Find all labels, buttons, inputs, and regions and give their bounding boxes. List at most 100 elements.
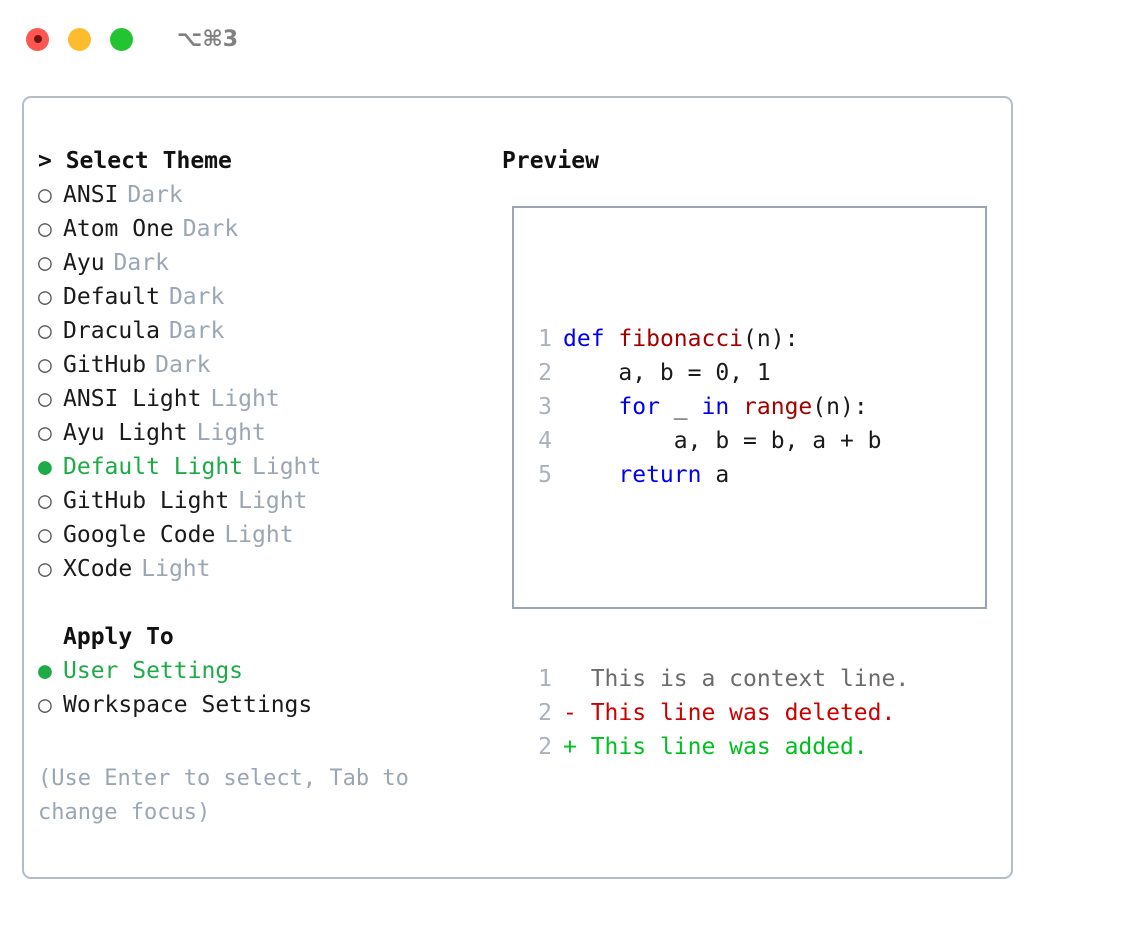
theme-mode-badge: Light <box>252 454 322 480</box>
code-token <box>563 462 618 488</box>
theme-name: GitHub <box>63 352 147 378</box>
radio-unselected-icon: ○ <box>38 692 52 718</box>
code-token: a, b = b, a + b <box>563 428 882 454</box>
theme-name: Atom One <box>63 216 174 242</box>
theme-mode-badge: Light <box>224 522 294 548</box>
theme-mode-badge: Light <box>141 556 211 582</box>
apply-to-item[interactable]: ○ Workspace Settings <box>38 688 478 722</box>
theme-list-item[interactable]: ● Default Light Light <box>38 450 478 484</box>
theme-mode-badge: Dark <box>113 250 169 276</box>
apply-to-list: ● User Settings ○ Workspace Settings <box>38 654 478 722</box>
theme-mode-badge: Light <box>210 386 280 412</box>
line-number: 4 <box>538 428 552 454</box>
theme-name: ANSI Light <box>63 386 202 412</box>
theme-list-item[interactable]: ○ ANSI Light Light <box>38 382 478 416</box>
theme-mode-badge: Dark <box>168 318 225 344</box>
code-token: (n): <box>743 326 799 352</box>
theme-mode-badge: Dark <box>155 352 211 378</box>
theme-list-item[interactable]: ○ Ayu Light Light <box>38 416 478 450</box>
code-token: a, b = 0, 1 <box>563 360 771 386</box>
theme-list-item[interactable]: ○ Atom One Dark <box>38 212 478 246</box>
theme-mode-badge: Light <box>196 420 266 446</box>
radio-unselected-icon: ○ <box>38 352 52 378</box>
radio-unselected-icon: ○ <box>38 318 52 344</box>
preview-section: Preview <box>502 144 599 178</box>
maximize-button[interactable] <box>110 27 133 51</box>
window-controls <box>26 27 133 51</box>
code-token: for <box>618 394 660 420</box>
theme-name: Ayu Light <box>63 420 188 446</box>
theme-mode-badge: Dark <box>182 216 239 242</box>
keyboard-hint-line-2: change focus) <box>38 800 211 825</box>
radio-unselected-icon: ○ <box>38 556 52 582</box>
code-token: fibonacci <box>618 326 744 352</box>
theme-mode-badge: Light <box>238 488 308 514</box>
theme-name: GitHub Light <box>63 488 230 514</box>
radio-unselected-icon: ○ <box>38 216 52 242</box>
diff-marker <box>563 666 577 692</box>
line-number: 3 <box>538 394 552 420</box>
theme-name: Default Light <box>63 454 244 480</box>
radio-unselected-icon: ○ <box>38 420 52 446</box>
radio-unselected-icon: ○ <box>38 182 52 208</box>
code-token <box>605 326 619 352</box>
code-token: def <box>563 326 605 352</box>
apply-to-item[interactable]: ● User Settings <box>38 654 478 688</box>
radio-unselected-icon: ○ <box>38 250 52 276</box>
close-button[interactable] <box>26 27 49 51</box>
line-number: 1 <box>538 326 552 352</box>
theme-name: XCode <box>63 556 133 582</box>
code-lines: 1 def fibonacci(n): 2 a, b = 0, 1 3 for _ i… <box>528 322 909 492</box>
code-line: 2 a, b = 0, 1 <box>528 356 909 390</box>
radio-unselected-icon: ○ <box>38 386 52 412</box>
code-line: 1 def fibonacci(n): <box>528 322 909 356</box>
theme-list-item[interactable]: ○ Default Dark <box>38 280 478 314</box>
theme-list-item[interactable]: ○ GitHub Dark <box>38 348 478 382</box>
code-gap <box>528 560 909 594</box>
code-token <box>729 394 743 420</box>
heading-indent: ○ <box>38 620 63 654</box>
keyboard-hint-line-1: (Use Enter to select, Tab to <box>38 766 409 791</box>
theme-list-item[interactable]: ○ Google Code Light <box>38 518 478 552</box>
code-line: 4 a, b = b, a + b <box>528 424 909 458</box>
title-bar: ⌥⌘3 <box>0 0 1140 78</box>
diff-text: This line was deleted. <box>576 700 896 726</box>
minimize-button[interactable] <box>68 27 91 51</box>
code-token: _ <box>659 394 702 420</box>
diff-marker: + <box>563 734 577 760</box>
line-number: 2 <box>538 360 552 386</box>
theme-list-item[interactable]: ○ Ayu Dark <box>38 246 478 280</box>
diff-line: 2+ This line was added. <box>528 730 909 764</box>
code-token: a <box>701 462 730 488</box>
theme-mode-badge: Dark <box>127 182 183 208</box>
diff-text: This is a context line. <box>576 666 910 692</box>
line-number: 2 <box>538 734 552 760</box>
radio-selected-icon: ● <box>38 454 52 480</box>
radio-selected-icon: ● <box>38 658 52 684</box>
theme-list-item[interactable]: ○ XCode Light <box>38 552 478 586</box>
apply-to-label: Workspace Settings <box>63 692 313 718</box>
theme-name: Default <box>63 284 160 310</box>
preview-code: 1 def fibonacci(n): 2 a, b = 0, 1 3 for _ i… <box>528 254 909 832</box>
code-token <box>563 394 618 420</box>
code-token: in <box>701 394 730 420</box>
code-line: 5 return a <box>528 458 909 492</box>
radio-unselected-icon: ○ <box>38 284 52 310</box>
apply-to-label: User Settings <box>63 658 244 684</box>
apply-to-heading: ○Apply To <box>38 620 478 654</box>
theme-mode-badge: Dark <box>168 284 225 310</box>
code-token: return <box>618 462 702 488</box>
theme-name: Google Code <box>63 522 216 548</box>
line-number: 1 <box>538 666 552 692</box>
theme-list-item[interactable]: ○ GitHub Light Light <box>38 484 478 518</box>
radio-unselected-icon: ○ <box>38 488 52 514</box>
radio-unselected-icon: ○ <box>38 522 52 548</box>
line-number: 2 <box>538 700 552 726</box>
theme-name: Ayu <box>63 250 105 276</box>
